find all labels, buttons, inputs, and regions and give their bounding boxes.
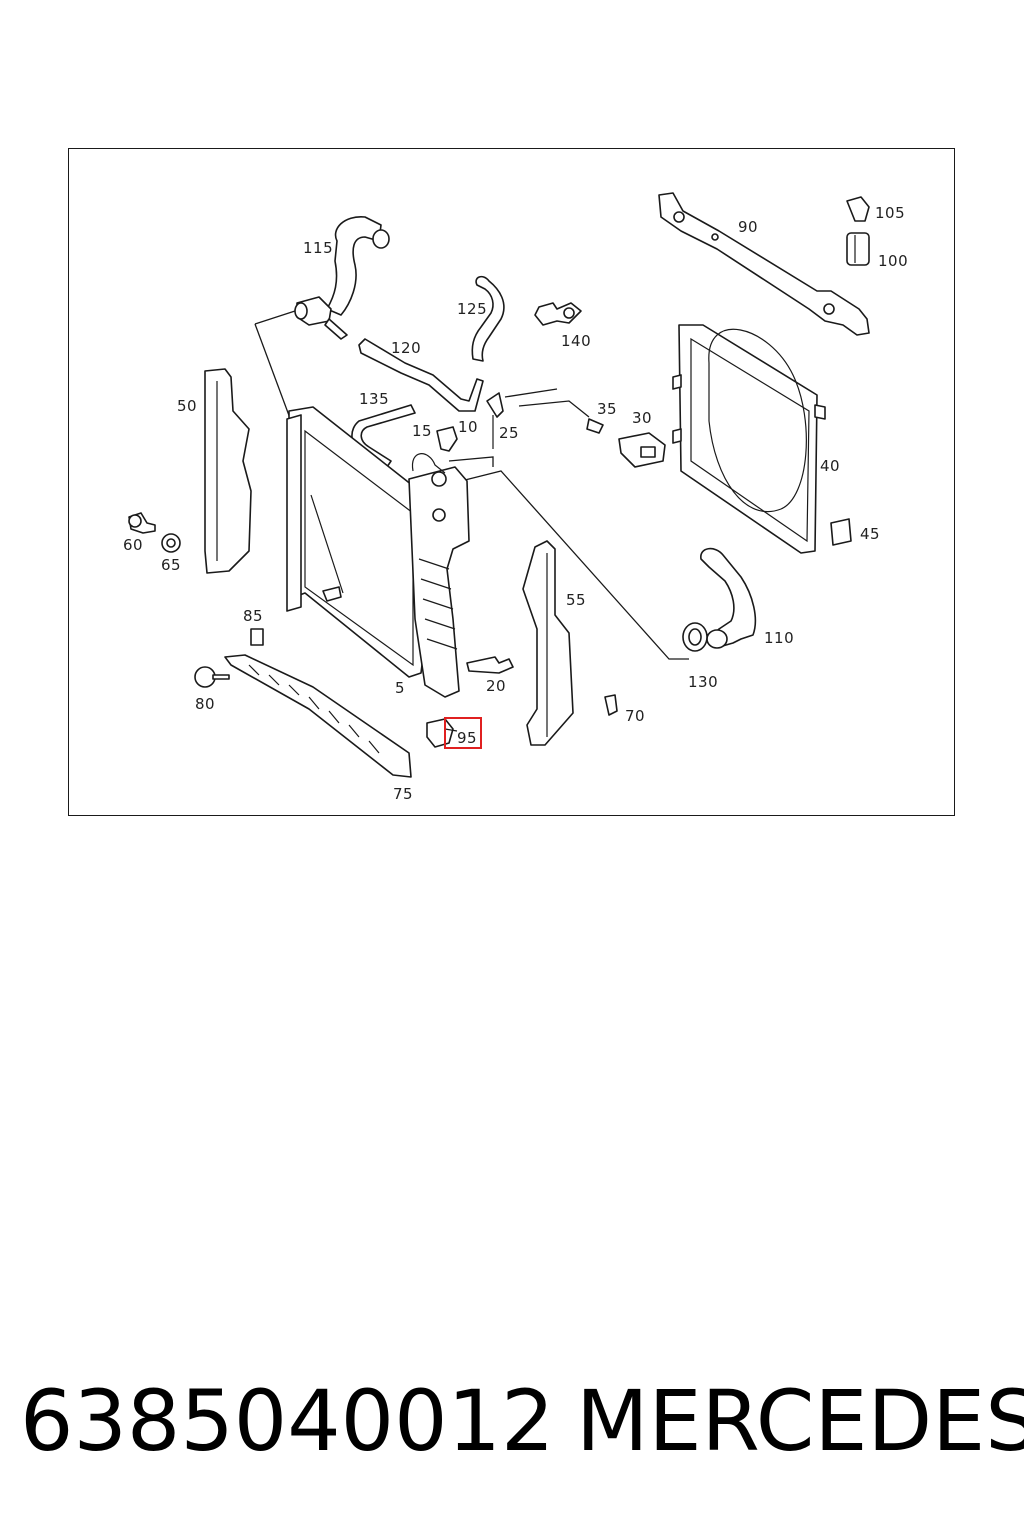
brand-name: MERCEDES [576, 1372, 1024, 1470]
part-label-140: 140 [561, 332, 591, 350]
part-label-10: 10 [458, 418, 478, 436]
part-label-25: 25 [499, 424, 519, 442]
clip-105 [846, 196, 870, 222]
fan-shroud-40 [672, 324, 826, 554]
screw-80 [194, 666, 230, 688]
part-label-135: 135 [359, 390, 389, 408]
screw-60 [128, 512, 156, 534]
part-label-120: 120 [391, 339, 421, 357]
caption-bar: 6385040012 MERCEDES [18, 1366, 1024, 1476]
part-label-90: 90 [738, 218, 758, 236]
part-label-85: 85 [243, 607, 263, 625]
clip-85 [250, 628, 264, 646]
part-label-65: 65 [161, 556, 181, 574]
clip-45 [830, 518, 852, 546]
part-label-60: 60 [123, 536, 143, 554]
hose-15 [411, 453, 446, 474]
part-label-110: 110 [764, 629, 794, 647]
part-label-125: 125 [457, 300, 487, 318]
hose-125 [471, 275, 505, 362]
part-label-40: 40 [820, 457, 840, 475]
air-duct-50 [204, 368, 252, 574]
part-label-45: 45 [860, 525, 880, 543]
part-label-5: 5 [395, 679, 405, 697]
sensor-25 [486, 392, 504, 449]
cap-10 [436, 426, 458, 452]
part-label-75: 75 [393, 785, 413, 803]
bolt-20 [466, 656, 514, 674]
part-label-70: 70 [625, 707, 645, 725]
part-label-50: 50 [177, 397, 197, 415]
washer-65 [161, 533, 181, 553]
lower-hose-110 [700, 547, 757, 649]
clamp-130 [682, 622, 708, 652]
part-label-100: 100 [878, 252, 908, 270]
clip-70 [604, 694, 618, 716]
upper-hose-115 [294, 216, 390, 340]
highlight-box-95 [444, 717, 482, 749]
switch-30 [618, 432, 666, 468]
air-duct-55 [522, 540, 574, 746]
parts-diagram: 115 125 140 90 105 100 120 50 135 15 10 … [68, 148, 955, 816]
bolt-35 [586, 418, 604, 434]
part-label-115: 115 [303, 239, 333, 257]
expansion-tank [408, 466, 470, 698]
part-label-15: 15 [412, 422, 432, 440]
part-label-95: 95 [457, 729, 477, 747]
radiator-5 [286, 406, 430, 678]
part-label-105: 105 [875, 204, 905, 222]
part-label-group: 115 125 140 90 105 100 120 50 135 15 10 … [123, 204, 908, 803]
lower-panel-75 [224, 654, 412, 778]
part-number: 6385040012 [20, 1372, 555, 1470]
hose-120 [358, 338, 484, 412]
fastener-140 [534, 302, 582, 326]
part-label-20: 20 [486, 677, 506, 695]
top-bracket-90 [658, 192, 870, 336]
part-label-55: 55 [566, 591, 586, 609]
part-label-80: 80 [195, 695, 215, 713]
part-label-130: 130 [688, 673, 718, 691]
clip-95 [426, 718, 458, 748]
part-label-30: 30 [632, 409, 652, 427]
part-label-35: 35 [597, 400, 617, 418]
clip-100 [846, 232, 870, 266]
